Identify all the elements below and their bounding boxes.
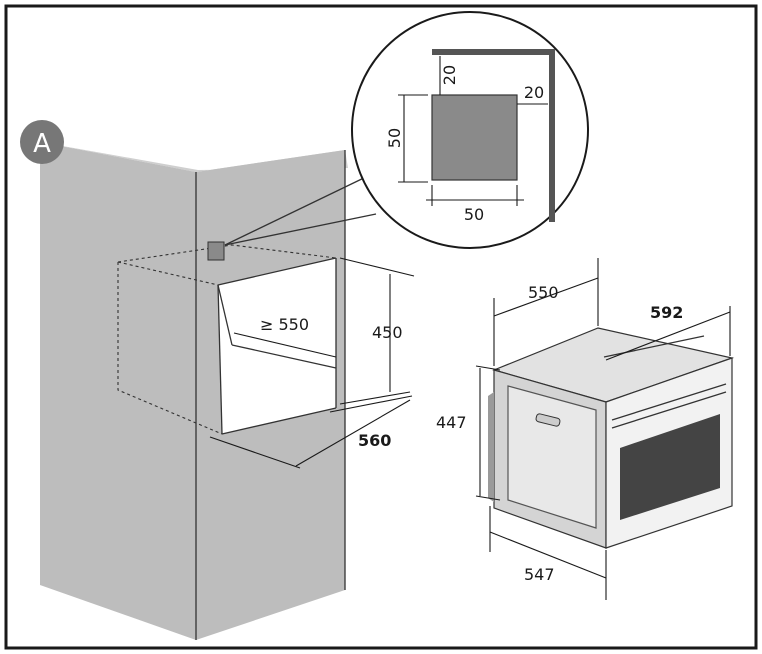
oven-body-width-label: 547 bbox=[524, 565, 555, 584]
ventilation-opening bbox=[207, 241, 225, 261]
oven-width-label: 592 bbox=[650, 303, 683, 322]
cabinet-width-label: 560 bbox=[358, 431, 391, 450]
detail-vent-height-label: 50 bbox=[385, 128, 404, 148]
oven-door-window bbox=[620, 414, 720, 520]
cabinet-dimensions: ≥ 550 450 560 bbox=[209, 257, 415, 469]
cabinet-front bbox=[196, 150, 345, 640]
badge-label: A bbox=[33, 129, 51, 159]
oven-dimensions: 550 592 447 547 bbox=[436, 258, 731, 600]
vent-detail: 50 50 20 20 bbox=[351, 11, 589, 249]
oven-rail bbox=[488, 392, 494, 502]
detail-vent-square bbox=[431, 94, 518, 181]
oven-handle bbox=[535, 413, 561, 427]
detail-gap-top-label: 20 bbox=[440, 65, 459, 85]
detail-vent-width-label: 50 bbox=[464, 205, 484, 224]
badge-a: A bbox=[20, 120, 64, 164]
cabinet-side bbox=[40, 142, 196, 640]
cabinet-depth-label: ≥ 550 bbox=[260, 315, 309, 334]
oven-height-label: 447 bbox=[436, 413, 467, 432]
cabinet bbox=[40, 142, 348, 640]
oven-side-panel bbox=[507, 385, 597, 529]
detail-gap-side-label: 20 bbox=[524, 83, 544, 102]
detail-corner bbox=[432, 49, 555, 222]
oven bbox=[488, 327, 735, 549]
oven-depth-label: 550 bbox=[528, 283, 559, 302]
cabinet-height-label: 450 bbox=[372, 323, 403, 342]
